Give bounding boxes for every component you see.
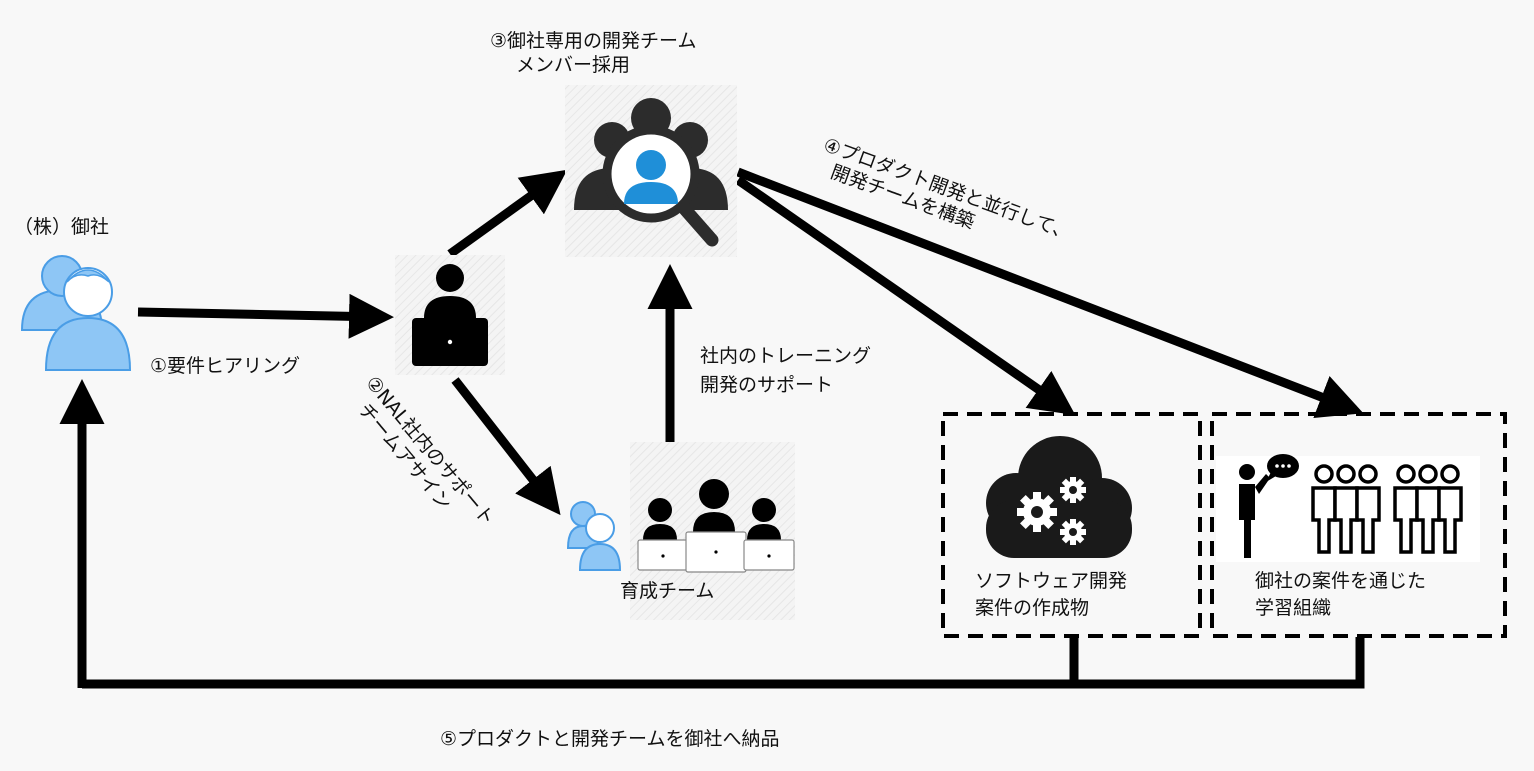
arrow-consultant-to-team <box>451 377 561 516</box>
training-support-line2: 開発のサポート <box>700 374 834 396</box>
client-name: （株）御社 <box>14 216 110 238</box>
software-deliverable-line2: 案件の作成物 <box>975 597 1090 619</box>
arrow-client-to-consultant <box>137 293 394 339</box>
software-deliverable-box <box>941 412 1202 638</box>
software-deliverable-line1: ソフトウェア開発 <box>975 570 1128 592</box>
step3-recruit-line2: メンバー採用 <box>516 54 631 76</box>
training-team-label: 育成チーム <box>620 580 715 602</box>
learning-org-line1: 御社の案件を通じた <box>1255 570 1427 592</box>
cloud-gears-icon <box>986 436 1132 558</box>
delivery-return-line <box>82 637 1365 689</box>
training-team-icon <box>566 442 795 620</box>
step5-delivery-label: ⑤プロダクトと開発チームを御社へ納品 <box>440 728 780 750</box>
step3-recruit-line1: ③御社専用の開発チーム <box>490 30 697 52</box>
arrow-consultant-to-recruit <box>447 169 568 258</box>
consultant-laptop-icon <box>395 255 505 375</box>
recruit-search-icon <box>565 85 737 257</box>
flow-arrows <box>59 167 1365 689</box>
arrow-recruit-to-org <box>736 167 1364 419</box>
step1-hearing-label: ①要件ヒアリング <box>150 355 301 377</box>
learning-org-box <box>1210 412 1507 638</box>
training-support-line1: 社内のトレーニング <box>700 345 872 367</box>
client-users-icon <box>20 255 132 371</box>
speaker-audience-icon <box>1216 454 1480 562</box>
learning-org-line2: 学習組織 <box>1255 597 1332 619</box>
arrow-recruit-to-software <box>735 176 1076 416</box>
